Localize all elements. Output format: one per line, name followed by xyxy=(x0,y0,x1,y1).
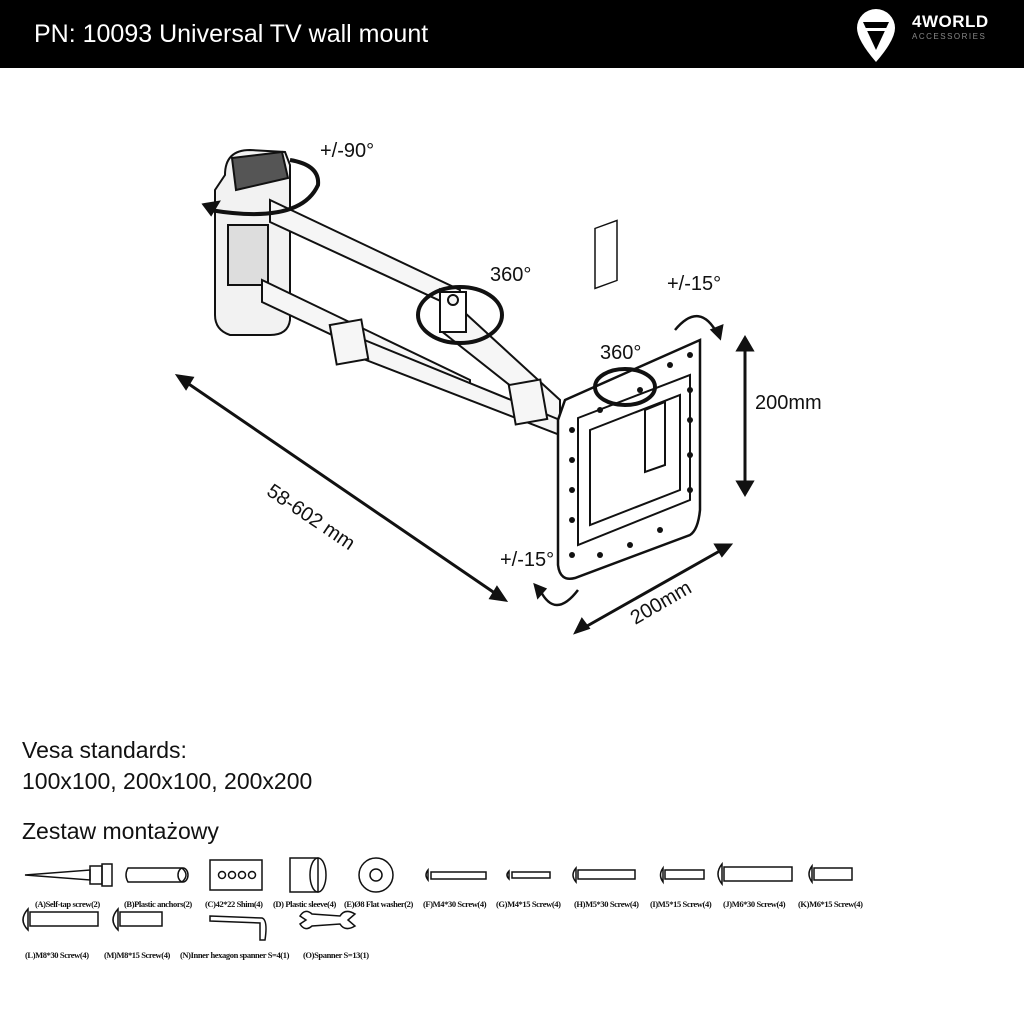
4world-logo xyxy=(857,9,895,62)
part-label: (H)M5*30 Screw(4) xyxy=(574,899,639,909)
spanner-icon xyxy=(298,910,357,930)
logo-brand: 4WORLD xyxy=(912,12,989,31)
hex-spanner-icon xyxy=(209,915,267,941)
vesa-values: 100x100, 200x100, 200x200 xyxy=(22,768,313,794)
header-bar: PN: 10093 Universal TV wall mount 4WORLD… xyxy=(0,0,1024,68)
m6-30-screw-icon xyxy=(717,861,793,887)
m8-15-screw-icon xyxy=(112,907,163,932)
m4-15-screw-icon xyxy=(506,869,551,881)
part-label: (I)M5*15 Screw(4) xyxy=(650,899,712,909)
height-dimension: 200mm xyxy=(755,392,822,414)
parts-icons xyxy=(22,857,853,941)
part-label: (O)Spanner S=13(1) xyxy=(303,950,369,960)
part-label: (M)M8*15 Screw(4) xyxy=(104,950,170,960)
plastic-anchor-icon xyxy=(125,867,189,883)
part-label: (G)M4*15 Screw(4) xyxy=(496,899,561,909)
part-label: (A)Self-tap screw(2) xyxy=(35,899,100,909)
dimension-arrows xyxy=(174,335,755,635)
self-tap-screw-icon xyxy=(24,863,113,887)
part-label: (E)Ø8 Flat washer(2) xyxy=(344,899,413,909)
m5-30-screw-icon xyxy=(572,865,636,885)
plate-rotation-label: 360° xyxy=(600,342,642,364)
kit-heading: Zestaw montażowy xyxy=(22,818,219,844)
flat-washer-icon xyxy=(358,857,394,893)
part-label: (N)Inner hexagon spanner S=4(1) xyxy=(180,950,290,960)
m4-30-screw-icon xyxy=(425,867,487,883)
shim-icon xyxy=(209,859,263,891)
arm-rotation-label: 360° xyxy=(490,264,532,286)
m5-15-screw-icon xyxy=(659,865,705,885)
m6-15-screw-icon xyxy=(808,863,853,885)
logo-sub: ACCESSORIES xyxy=(912,32,987,41)
part-label: (K)M6*15 Screw(4) xyxy=(798,899,863,909)
tilt-bottom-label: +/-15° xyxy=(500,549,555,571)
page-title: PN: 10093 Universal TV wall mount xyxy=(34,20,429,48)
arms xyxy=(261,198,561,437)
part-label: (C)42*22 Shim(4) xyxy=(205,899,263,909)
plastic-sleeve-icon xyxy=(289,857,327,893)
tilt-arrows xyxy=(533,314,724,607)
part-label: (J)M6*30 Screw(4) xyxy=(723,899,786,909)
rotation-arrows xyxy=(201,158,657,407)
tilt-top-label: +/-15° xyxy=(667,273,722,295)
swivel-label: +/-90° xyxy=(320,140,375,162)
vesa-plate xyxy=(556,219,702,580)
part-label: (L)M8*30 Screw(4) xyxy=(25,950,89,960)
part-label: (D) Plastic sleeve(4) xyxy=(273,899,336,909)
vesa-heading: Vesa standards: xyxy=(22,737,187,763)
mount-drawing xyxy=(174,148,755,635)
m8-30-screw-icon xyxy=(22,907,99,932)
part-label: (B)Plastic anchors(2) xyxy=(124,899,192,909)
part-label: (F)M4*30 Screw(4) xyxy=(423,899,487,909)
